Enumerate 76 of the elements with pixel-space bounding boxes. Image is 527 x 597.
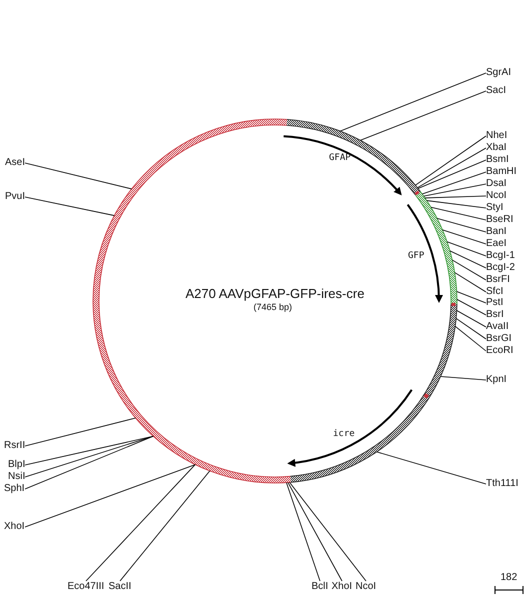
leader-line [376, 451, 486, 484]
leader-line [456, 310, 486, 328]
leader-line [454, 326, 486, 352]
restriction-site-label: EaeI [486, 238, 507, 250]
leader-line [340, 72, 486, 132]
leader-line [120, 470, 210, 582]
leader-line [446, 241, 486, 256]
restriction-site-label: XbaI [486, 142, 507, 154]
restriction-site-label: BclI [312, 581, 328, 593]
restriction-site-label: BsrFI [486, 274, 510, 286]
restriction-site-label: SfcI [486, 286, 504, 298]
restriction-site-label: BsrI [486, 309, 504, 321]
leader-line [456, 318, 486, 340]
restriction-site-label: EcoRI [486, 345, 514, 357]
restriction-site-label: Eco47III [68, 581, 104, 593]
leader-line [86, 464, 196, 582]
leader-line [422, 172, 486, 194]
restriction-site-label: XhoI [332, 581, 352, 593]
restriction-site-label: SphI [4, 483, 25, 495]
leader-line [436, 218, 486, 232]
leader-line [440, 376, 486, 380]
leader-line [24, 436, 154, 490]
restriction-site-label: SacII [108, 581, 132, 593]
restriction-site-label: PstI [486, 297, 504, 309]
restriction-site-label: DsaI [486, 178, 507, 190]
restriction-site-label: BamHI [486, 166, 517, 178]
leader-line [450, 250, 486, 268]
restriction-site-label: NcoI [356, 581, 376, 593]
restriction-site-label: BcgI-2 [486, 262, 515, 274]
restriction-site-label: SgrAI [486, 67, 512, 79]
restriction-site-label: KpnI [486, 374, 507, 386]
leader-line [24, 418, 136, 446]
leader-line [426, 200, 486, 208]
restriction-site-label: Tth111I [486, 478, 518, 490]
restriction-site-label: NcoI [486, 190, 507, 202]
restriction-site-label: BsmI [486, 154, 509, 166]
leader-line [360, 90, 486, 141]
leader-line [454, 272, 486, 292]
restriction-site-label: BlpI [8, 459, 26, 471]
restriction-site-label: AseI [5, 157, 26, 169]
restriction-site-label: RsrII [4, 440, 26, 452]
restriction-site-label: BanI [486, 226, 507, 238]
leader-line [418, 160, 486, 189]
plasmid-size: (7465 bp) [254, 301, 292, 313]
scale-label: 182 [500, 572, 518, 584]
leader-line [289, 482, 366, 582]
leader-line [24, 436, 154, 478]
leader-line [288, 482, 342, 582]
restriction-site-label: XhoI [4, 521, 25, 533]
leader-line [24, 464, 196, 528]
restriction-site-label: AvaII [486, 321, 509, 333]
feature-label: icre [333, 428, 355, 440]
leader-line [456, 291, 486, 304]
restriction-site-label: BsrGI [486, 333, 512, 345]
restriction-site-label: NsiI [8, 471, 26, 483]
feature-label: GFP [408, 250, 424, 262]
restriction-site-label: StyI [486, 202, 504, 214]
leader-line [24, 196, 115, 216]
restriction-site-label: PvuI [5, 191, 26, 203]
plasmid-title: A270 AAVpGFAP-GFP-ires-cre [186, 286, 364, 300]
leader-line [452, 260, 486, 280]
leader-line [423, 184, 486, 196]
leader-line [24, 436, 154, 466]
restriction-site-label: BseRI [486, 214, 514, 226]
feature-label: GFAP [329, 152, 351, 164]
leader-line [24, 162, 132, 190]
leader-line [430, 206, 486, 220]
leader-line [442, 229, 486, 244]
leader-line [424, 196, 486, 198]
restriction-site-label: SacI [486, 85, 506, 97]
restriction-site-label: BcgI-1 [486, 250, 515, 262]
leader-line [415, 136, 486, 186]
leader-line [417, 148, 486, 188]
restriction-site-label: NheI [486, 130, 508, 142]
leader-line [456, 299, 486, 316]
leader-line [286, 482, 320, 582]
